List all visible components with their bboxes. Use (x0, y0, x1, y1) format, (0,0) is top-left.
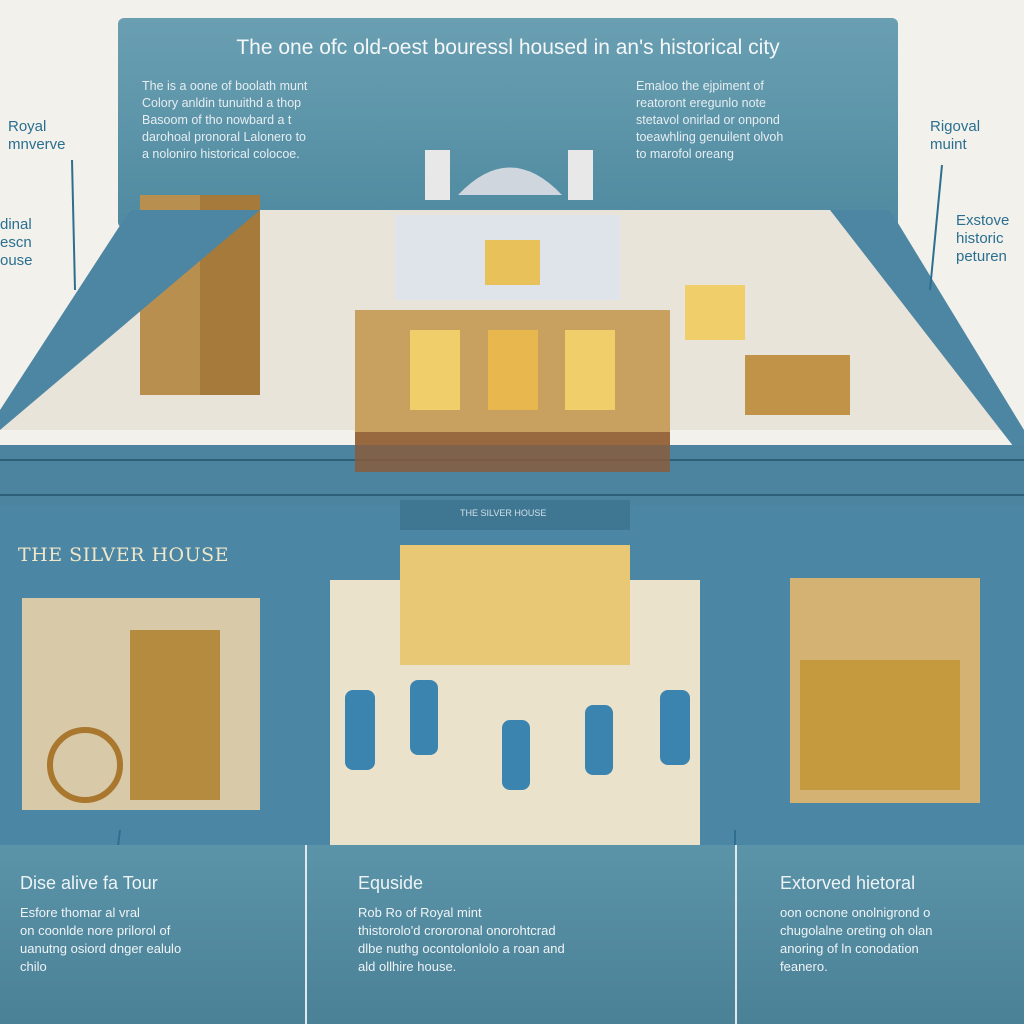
window-right (685, 285, 745, 340)
intro-text-right: Emaloo the ejpiment of reatoront eregunl… (636, 79, 784, 161)
entrance-sign-board (400, 500, 630, 530)
side-label-right-top: Rigoval muint (930, 118, 981, 153)
building-sign: THE SILVER HOUSE (18, 544, 230, 566)
footer-heading: Equside (358, 873, 424, 893)
entrance-sign: THE SILVER HOUSE (460, 508, 547, 518)
upper-window (485, 240, 540, 285)
desk (745, 355, 850, 415)
balustrade (355, 432, 670, 472)
intro-text-left: The is a oone of boolath munt Colory anl… (142, 79, 308, 161)
footer-body: Esfore thomar al vral on coonlde nore pr… (20, 905, 182, 974)
footer-column: Extorved hietoral oon ocnone onolnigrond… (780, 873, 933, 976)
footer-body: Rob Ro of Royal mint thistorolo'd croror… (358, 905, 565, 974)
entrance-doors (400, 545, 630, 665)
footer-heading: Dise alive fa Tour (20, 873, 158, 893)
page-title: The one ofc old-oest bouressl housed in … (236, 36, 780, 59)
visitors (345, 680, 690, 790)
footer-column: Dise alive fa Tour Esfore thomar al vral… (20, 873, 181, 976)
footer-heading: Extorved hietoral (780, 873, 916, 893)
silver-machine (130, 630, 220, 800)
chimney-left (425, 150, 450, 200)
footer-body: oon ocnone onolnigrond o chugolalne oret… (780, 905, 933, 974)
side-label-left-bottom: dinal escn ouse (0, 216, 33, 269)
footer-divider (735, 845, 737, 1024)
footer-panel: Dise alive fa Tour Esfore thomar al vral… (0, 845, 1024, 1024)
footer-column: Equside Rob Ro of Royal mint thistorolo'… (358, 873, 565, 976)
side-label-left-top: Royal mnverve (8, 118, 66, 153)
side-label-right-bottom: Exstove historic peturen (956, 212, 1010, 265)
dome (458, 167, 562, 195)
footer-divider (305, 845, 307, 1024)
chimney-right (568, 150, 593, 200)
